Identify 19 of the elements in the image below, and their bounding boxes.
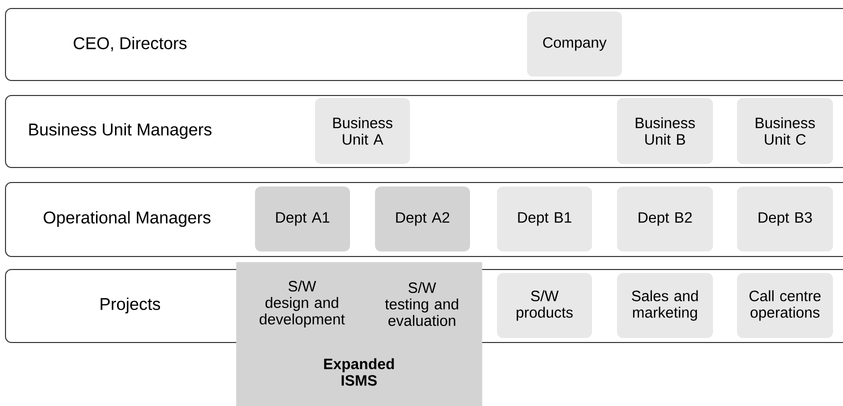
unit-box: Business Unit C bbox=[737, 98, 833, 164]
project-label: S/W testing and evaluation bbox=[385, 282, 458, 326]
unit-box: Dept B2 bbox=[617, 186, 713, 252]
band-label: CEO, Directors bbox=[74, 36, 187, 52]
unit-box: Dept A2 bbox=[375, 186, 470, 252]
unit-box: Sales and marketing bbox=[617, 273, 713, 338]
unit-box: Business Unit B bbox=[617, 98, 713, 164]
unit-box: Dept A1 bbox=[255, 186, 350, 252]
unit-box: Business Unit A bbox=[315, 98, 410, 164]
band-label: Business Unit Managers bbox=[29, 123, 212, 139]
unit-box: S/W products bbox=[497, 273, 592, 338]
unit-box: Dept B3 bbox=[737, 186, 833, 252]
unit-box: Company bbox=[527, 12, 622, 76]
band-label: Operational Managers bbox=[44, 211, 210, 227]
unit-box: Call centre operations bbox=[737, 273, 833, 338]
unit-box: Dept B1 bbox=[497, 186, 592, 252]
region-title: Expanded ISMS bbox=[324, 358, 394, 386]
project-label: S/W design and development bbox=[260, 280, 345, 328]
band-label: Projects bbox=[100, 298, 160, 314]
